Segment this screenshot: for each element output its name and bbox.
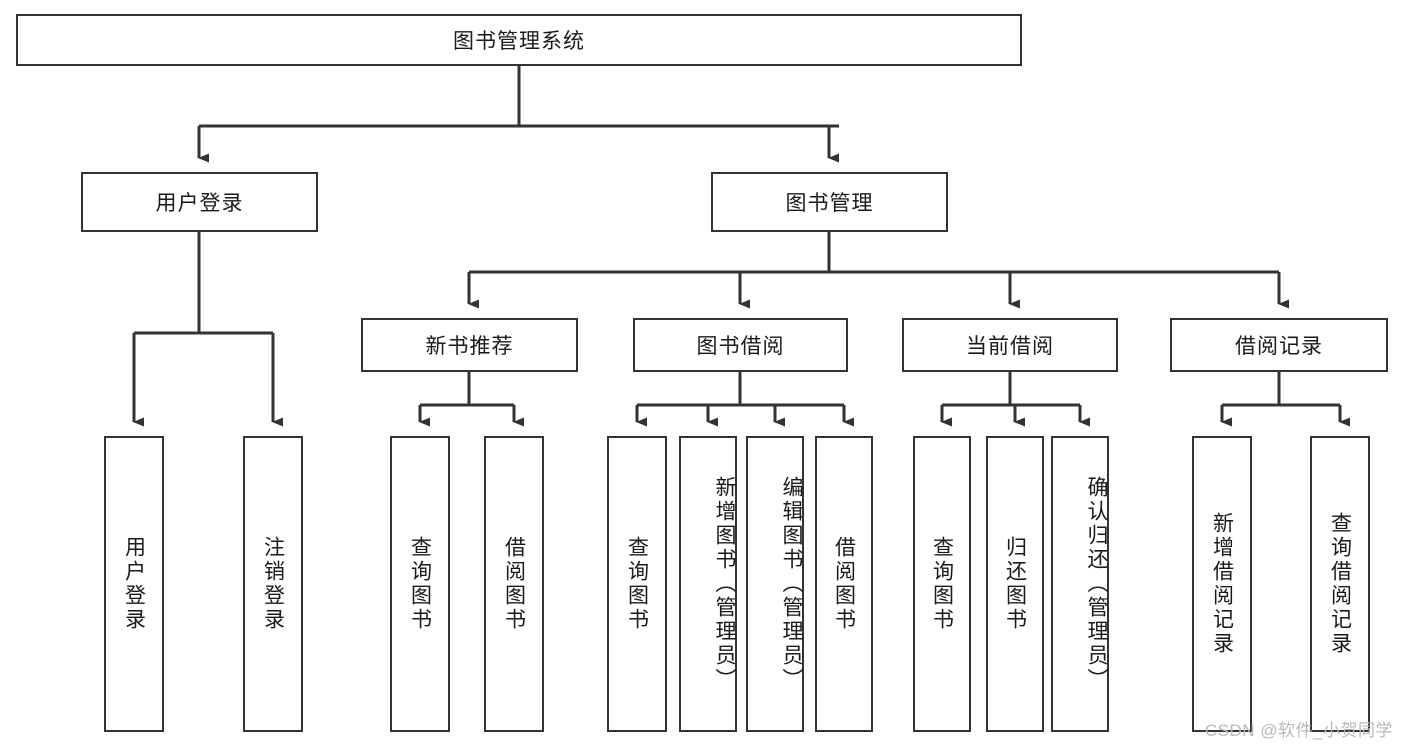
node-new-book-recommend[interactable]: 新书推荐 (361, 318, 578, 372)
node-leaf-confirm-return-admin[interactable]: 确认归还（管理员） (1051, 436, 1109, 732)
node-leaf-add-borrow-record[interactable]: 新增借阅记录 (1192, 436, 1252, 732)
edge-currentborrow-to-leaves (940, 372, 1090, 427)
edge-userlogin-to-leaves (132, 232, 283, 427)
node-leaf-label: 查询图书 (408, 536, 432, 632)
node-leaf-label: 注销登录 (261, 536, 285, 632)
node-leaf-label: 查询借阅记录 (1328, 512, 1352, 656)
node-leaf-label: 新增图书（管理员） (713, 476, 736, 692)
node-leaf-borrow-book[interactable]: 借阅图书 (815, 436, 873, 732)
edge-borrowrecord-to-leaves (1220, 372, 1350, 427)
node-current-borrow-label: 当前借阅 (966, 335, 1054, 358)
node-leaf-label: 借阅图书 (502, 536, 526, 632)
node-leaf-query-book-current[interactable]: 查询图书 (913, 436, 971, 732)
node-borrow-record[interactable]: 借阅记录 (1170, 318, 1388, 372)
node-leaf-label: 归还图书 (1003, 536, 1027, 632)
watermark-text: CSDN @软件_小贺同学 (1204, 721, 1393, 740)
node-book-borrow-label: 图书借阅 (696, 335, 785, 358)
node-leaf-query-book-borrow[interactable]: 查询图书 (607, 436, 667, 732)
node-leaf-query-borrow-record[interactable]: 查询借阅记录 (1310, 436, 1370, 732)
node-user-login-label: 用户登录 (155, 192, 244, 215)
node-leaf-borrow-book-recommend[interactable]: 借阅图书 (484, 436, 544, 732)
node-current-borrow[interactable]: 当前借阅 (902, 318, 1118, 372)
node-new-book-recommend-label: 新书推荐 (425, 335, 514, 358)
node-leaf-label: 确认归还（管理员） (1085, 476, 1108, 692)
node-book-management[interactable]: 图书管理 (711, 172, 948, 232)
edge-bookmgmt-to-level3 (467, 232, 1289, 309)
node-leaf-label: 查询图书 (930, 536, 954, 632)
node-leaf-query-book-recommend[interactable]: 查询图书 (390, 436, 450, 732)
node-leaf-label: 用户登录 (122, 536, 146, 632)
node-leaf-user-login[interactable]: 用户登录 (104, 436, 164, 732)
node-leaf-label: 新增借阅记录 (1210, 512, 1234, 656)
node-root-label: 图书管理系统 (453, 30, 585, 53)
node-root-system[interactable]: 图书管理系统 (16, 14, 1022, 66)
node-leaf-label: 编辑图书（管理员） (780, 476, 803, 692)
node-book-borrow[interactable]: 图书借阅 (633, 318, 848, 372)
node-borrow-record-label: 借阅记录 (1235, 335, 1323, 358)
node-leaf-logout[interactable]: 注销登录 (243, 436, 303, 732)
edge-bookborrow-to-leaves (635, 372, 854, 427)
node-book-management-label: 图书管理 (785, 192, 874, 215)
node-leaf-edit-book-admin[interactable]: 编辑图书（管理员） (746, 436, 804, 732)
edge-root-to-level2 (197, 66, 839, 163)
node-leaf-return-book[interactable]: 归还图书 (986, 436, 1044, 732)
node-leaf-label: 借阅图书 (832, 536, 856, 632)
edge-newbook-to-leaves (418, 372, 524, 427)
node-user-login[interactable]: 用户登录 (81, 172, 318, 232)
node-leaf-add-book-admin[interactable]: 新增图书（管理员） (679, 436, 737, 732)
node-leaf-label: 查询图书 (625, 536, 649, 632)
